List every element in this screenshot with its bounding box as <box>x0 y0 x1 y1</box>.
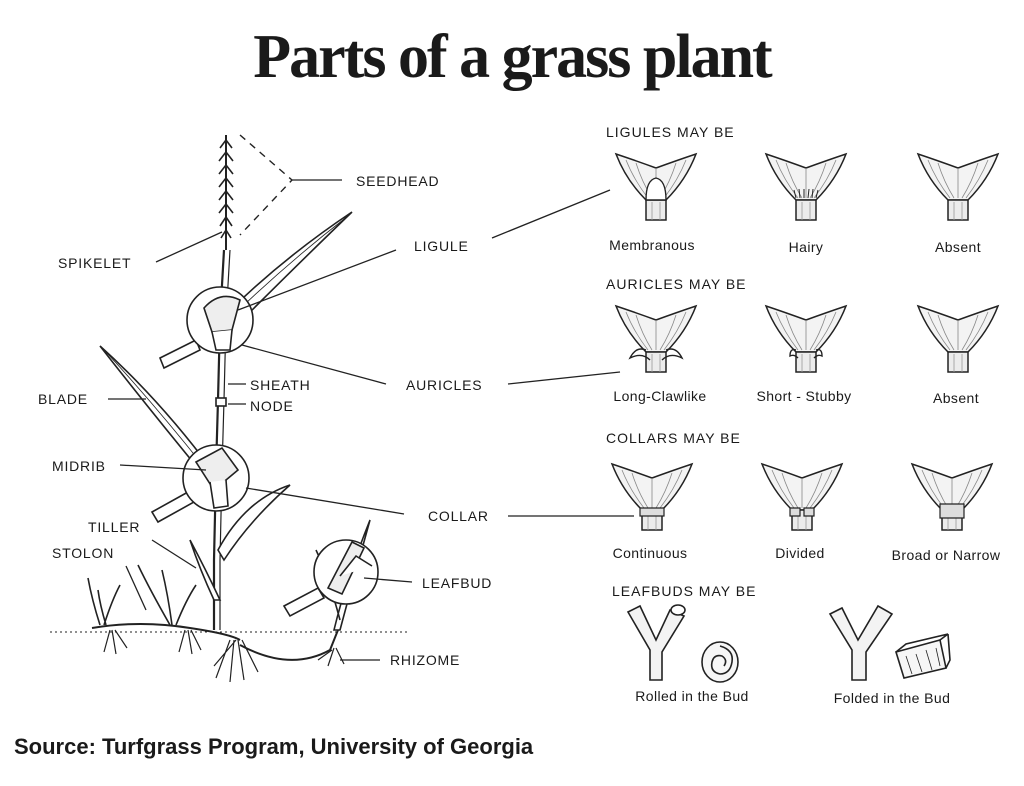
label-spikelet: SPIKELET <box>58 255 132 271</box>
magnifier-collar <box>150 444 250 524</box>
caption-auricle-short-stubby: Short - Stubby <box>756 388 852 404</box>
ligule-types <box>615 153 999 221</box>
label-tiller: TILLER <box>88 519 141 535</box>
auricle-types <box>615 305 999 373</box>
node-drawing <box>215 397 227 407</box>
leafbud-types <box>626 604 951 683</box>
caption-collar-continuous: Continuous <box>612 545 688 561</box>
rhizome-drawing <box>239 629 339 661</box>
ligule-membranous-drawing <box>615 153 697 221</box>
collar-broad-narrow-drawing <box>911 463 993 531</box>
label-sheath: SHEATH <box>250 377 311 393</box>
page-title: Parts of a grass plant <box>253 23 772 91</box>
auricle-short-stubby-drawing <box>765 305 847 373</box>
source-credit: Source: Turfgrass Program, University of… <box>14 734 534 759</box>
collar-types <box>611 463 993 531</box>
caption-ligule-hairy: Hairy <box>788 239 824 255</box>
caption-collar-divided: Divided <box>775 545 825 561</box>
leafbud-rolled-drawing <box>626 604 739 683</box>
label-rhizome: RHIZOME <box>390 652 461 668</box>
label-auricles: AURICLES <box>406 377 483 393</box>
roots-drawing <box>103 629 259 683</box>
auricle-long-clawlike-drawing <box>615 305 697 373</box>
caption-auricle-absent: Absent <box>933 390 979 406</box>
label-seedhead: SEEDHEAD <box>356 173 440 189</box>
label-blade: BLADE <box>38 391 88 407</box>
grass-plant-illustration <box>50 134 410 683</box>
label-leafbud: LEAFBUD <box>422 575 493 591</box>
label-stolon: STOLON <box>52 545 115 561</box>
ligule-absent-drawing <box>917 153 999 221</box>
caption-ligule-membranous: Membranous <box>609 237 695 253</box>
stolon-drawing <box>91 623 241 641</box>
blade-drawing <box>99 345 213 480</box>
collar-continuous-drawing <box>611 463 693 531</box>
magnifier-leafbud <box>282 539 379 618</box>
heading-ligules: LIGULES MAY BE <box>606 124 735 140</box>
seedhead-drawing <box>218 134 294 250</box>
label-node: NODE <box>250 398 294 414</box>
caption-collar-broad-narrow: Broad or Narrow <box>891 547 1001 563</box>
caption-leafbud-rolled: Rolled in the Bud <box>635 688 749 704</box>
ligule-hairy-drawing <box>765 153 847 221</box>
label-midrib: MIDRIB <box>52 458 106 474</box>
leader-lines <box>108 179 634 661</box>
label-ligule: LIGULE <box>414 238 469 254</box>
auricle-absent-drawing <box>917 305 999 373</box>
heading-collars: COLLARS MAY BE <box>606 430 741 446</box>
caption-leafbud-folded: Folded in the Bud <box>833 690 951 706</box>
upper-leaf-drawing <box>218 211 353 334</box>
heading-leafbuds: LEAFBUDS MAY BE <box>612 583 757 599</box>
leafbud-folded-drawing <box>828 604 951 681</box>
caption-auricle-long-clawlike: Long-Clawlike <box>613 388 707 404</box>
heading-auricles: AURICLES MAY BE <box>606 276 747 292</box>
caption-ligule-absent: Absent <box>935 239 981 255</box>
label-collar: COLLAR <box>428 508 489 524</box>
tiller-drawing <box>137 564 197 626</box>
collar-divided-drawing <box>761 463 843 531</box>
magnifier-ligule <box>158 286 254 370</box>
